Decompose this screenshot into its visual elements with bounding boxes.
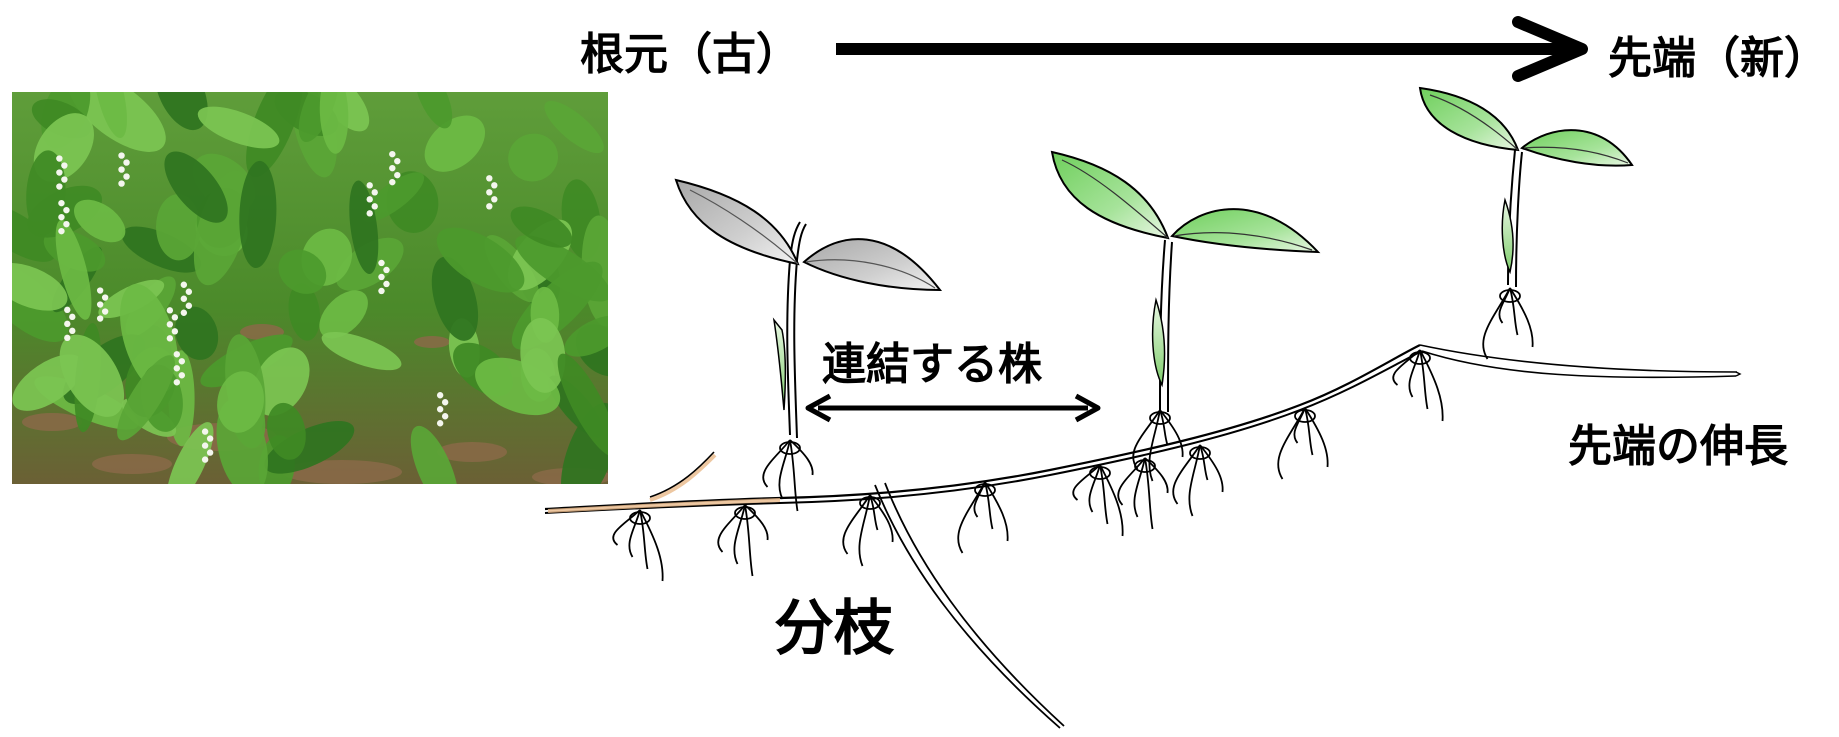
root-node [1295, 410, 1315, 422]
tip-extension-label: 先端の伸長 [1568, 410, 1788, 474]
root-strand [1173, 445, 1200, 504]
plant-middle [1052, 152, 1318, 412]
connected-plants-label: 連結する株 [822, 328, 1042, 392]
root-strand [718, 505, 745, 552]
root-strand [1200, 445, 1223, 492]
root-strand [613, 510, 640, 545]
tip-new-label: 先端（新） [1608, 22, 1828, 86]
root-strand [985, 482, 1008, 541]
rhizome [545, 345, 1740, 728]
root-strand [1393, 350, 1420, 385]
root-strand [1420, 350, 1443, 421]
root-strand [1510, 288, 1533, 347]
root-strand [1305, 408, 1328, 467]
root-node [1500, 290, 1520, 302]
root-strand [763, 440, 790, 487]
plant-old [676, 180, 940, 438]
connected-plants-arrow [808, 396, 1098, 420]
branching-label: 分枝 [774, 580, 894, 667]
root-strand [843, 495, 870, 554]
root-strand [1118, 458, 1145, 505]
root-strand [745, 505, 753, 576]
root-strand [640, 510, 663, 581]
root-strand [790, 440, 798, 511]
old-to-new-arrow [836, 22, 1582, 76]
root-old-label: 根元（古） [580, 18, 800, 82]
plant-new [1420, 88, 1632, 287]
